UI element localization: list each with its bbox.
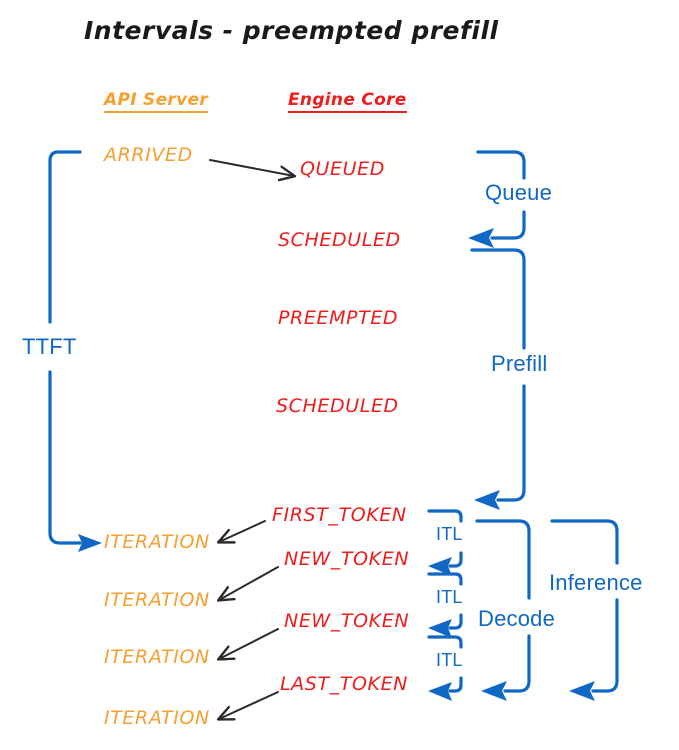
bracket-ttft [48, 150, 102, 552]
interval-label-queue: Queue [485, 180, 553, 205]
event-last-token: LAST_TOKEN [280, 673, 408, 695]
bracket-itl-2 [427, 572, 463, 638]
interval-label-inference: Inference [549, 570, 643, 595]
bracket-queue [468, 150, 526, 248]
interval-label-itl-2: ITL [436, 587, 463, 607]
arrow-arrived-to-queued [209, 159, 294, 176]
event-iteration-1: ITERATION [104, 531, 210, 553]
arrow-new-token-1-to-iteration [219, 566, 279, 600]
event-scheduled-1: SCHEDULED [278, 229, 401, 251]
event-new-token-2: NEW_TOKEN [284, 610, 410, 632]
interval-label-decode: Decode [478, 606, 556, 631]
prefill-arrowhead [474, 490, 500, 510]
event-new-token-1: NEW_TOKEN [284, 548, 410, 570]
interval-label-prefill: Prefill [491, 351, 548, 376]
interval-label-itl-1: ITL [436, 524, 463, 544]
inference-arrowhead [569, 681, 595, 701]
event-first-token: FIRST_TOKEN [272, 504, 407, 526]
event-queued: QUEUED [300, 158, 386, 180]
arrow-last-token-to-iteration [219, 691, 279, 719]
queue-arrowhead [468, 228, 494, 248]
arrow-new-token-2-to-iteration [219, 628, 279, 659]
bracket-decode [475, 519, 531, 701]
arrow-first-token-to-iteration [219, 520, 266, 542]
event-iteration-3: ITERATION [104, 646, 210, 668]
event-arrived: ARRIVED [104, 144, 193, 166]
bracket-itl-1 [427, 509, 463, 576]
bracket-itl-3 [427, 635, 463, 701]
page-title: Intervals - preempted prefill [84, 16, 499, 45]
interval-label-itl-3: ITL [436, 650, 463, 670]
decode-arrowhead [481, 681, 507, 701]
column-header-engine-core: Engine Core [288, 92, 407, 113]
event-iteration-2: ITERATION [104, 589, 210, 611]
event-scheduled-2: SCHEDULED [276, 395, 399, 417]
interval-label-ttft: TTFT [22, 334, 77, 359]
bracket-prefill [470, 248, 526, 510]
event-iteration-4: ITERATION [104, 707, 210, 729]
event-preempted: PREEMPTED [278, 307, 399, 329]
column-header-api-server: API Server [104, 92, 209, 113]
ttft-arrowhead [78, 534, 102, 552]
bracket-inference [550, 519, 619, 701]
